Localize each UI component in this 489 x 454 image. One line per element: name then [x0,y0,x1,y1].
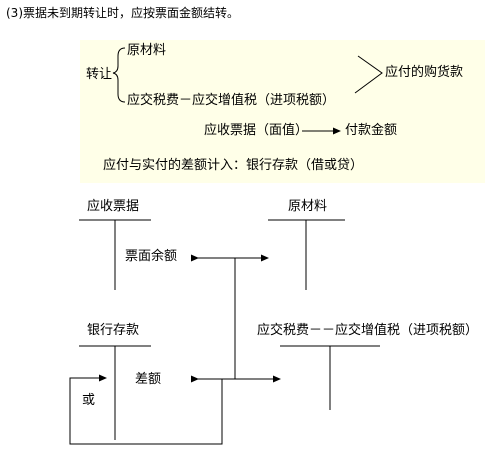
face-balance-label: 票面余额 [125,249,178,264]
debit-brace [112,47,126,103]
credit-payable: 应付的购货款 [385,65,464,80]
journal-entry-panel [80,40,485,183]
page-heading: (3)票据未到期转让时，应按票面金额结转。 [6,6,239,20]
notes-receivable-face-value: 应收票据（面值） [204,123,309,138]
or-label: 或 [82,393,96,408]
notes-receivable-title: 应收票据 [87,199,140,214]
credit-angle [354,55,383,94]
payment-amount: 付款金额 [345,123,398,138]
difference-note: 应付与实付的差额计入：银行存款（借或贷） [103,158,364,173]
debit-raw-materials: 原材料 [127,43,167,58]
raw-materials-title: 原材料 [288,199,328,214]
transfer-label: 转让 [86,67,113,82]
bank-deposit-title: 银行存款 [87,323,140,338]
vat-input-title: 应交税费－－应交增值税（进项税额） [257,323,479,338]
difference-label: 差额 [135,372,162,387]
or-return-loop [69,374,235,445]
debit-vat-input: 应交税费－应交增值税（进项税额） [127,93,336,108]
